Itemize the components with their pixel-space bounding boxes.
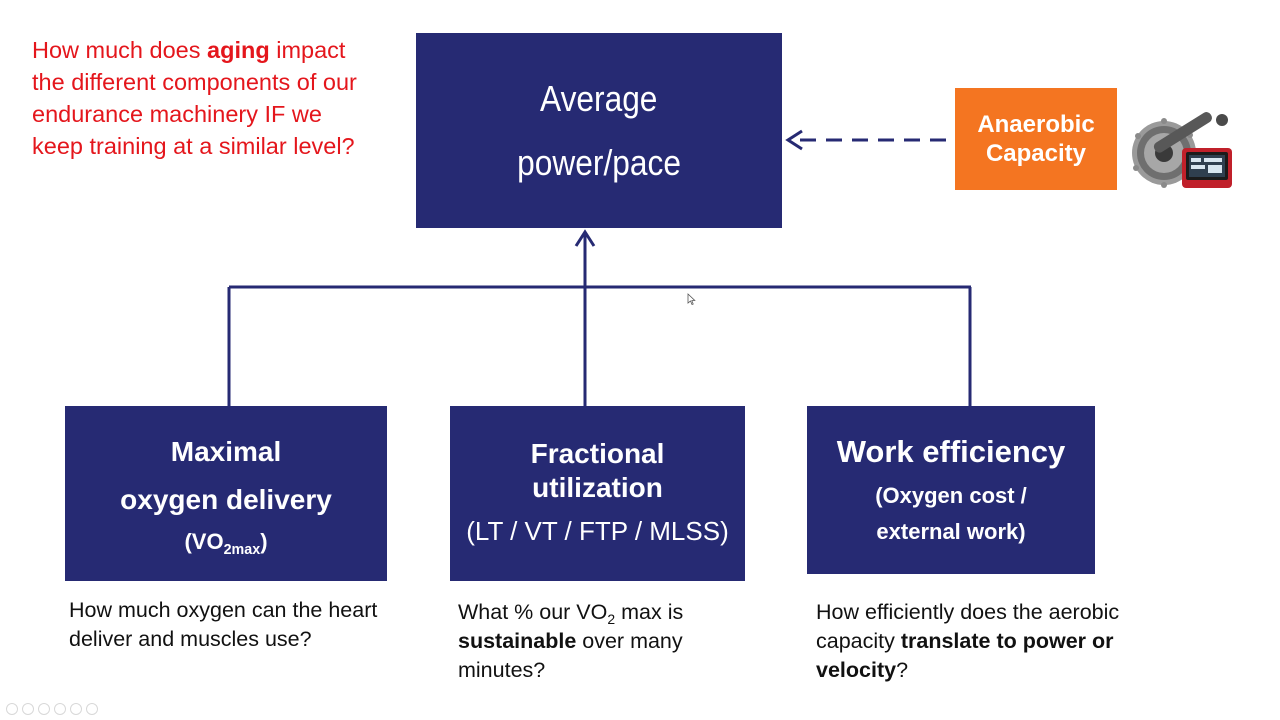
box1-title-line1: Maximal — [170, 435, 282, 467]
main-box-line1: Average — [540, 77, 658, 119]
desc3-bold: translate to power or velocity — [816, 629, 1114, 682]
question-highlight: aging — [207, 37, 270, 63]
slides-grid-icon[interactable] — [54, 703, 66, 715]
max-oxygen-delivery-box: Maximal oxygen delivery (VO2max) — [65, 406, 387, 581]
more-options-icon[interactable] — [86, 703, 98, 715]
box1-sub-subscript: 2max — [223, 541, 261, 558]
pen-icon[interactable] — [38, 703, 50, 715]
desc2-mid: max is — [615, 600, 684, 624]
center-arrowhead — [574, 229, 596, 247]
box2-title-line1: Fractional — [530, 437, 665, 469]
desc2-suffix: over many minutes? — [458, 629, 683, 682]
description-fractional-utilization: What % our VO2 max is sustainable over m… — [458, 598, 748, 685]
work-efficiency-box: Work efficiency (Oxygen cost / external … — [807, 406, 1095, 574]
description-oxygen-delivery: How much oxygen can the heart deliver an… — [69, 598, 378, 651]
desc2-bold: sustainable — [458, 629, 577, 653]
box1-sub-suffix: ) — [260, 528, 268, 554]
mouse-cursor-icon — [687, 293, 696, 306]
question-part1: How much does — [32, 37, 208, 63]
box2-subtitle: (LT / VT / FTP / MLSS) — [466, 515, 729, 546]
power-meter-crank-icon — [1132, 112, 1232, 188]
previous-slide-icon[interactable] — [6, 703, 18, 715]
desc2-subscript: 2 — [607, 610, 616, 627]
slideshow-toolbar[interactable] — [6, 703, 98, 715]
box1-subtitle: (VO2max) — [184, 524, 267, 560]
box3-subtitle-line1: (Oxygen cost / — [875, 483, 1027, 508]
anaerobic-line2: Capacity — [985, 140, 1087, 167]
desc2-prefix: What % our VO — [458, 600, 608, 624]
description-work-efficiency: How efficiently does the aerobic capacit… — [816, 598, 1176, 685]
anaerobic-line1: Anaerobic — [977, 111, 1095, 138]
box2-title-line2: utilization — [532, 471, 663, 503]
desc3-suffix: ? — [896, 658, 909, 682]
box1-title-line2: oxygen delivery — [120, 483, 332, 515]
zoom-icon[interactable] — [70, 703, 82, 715]
fractional-utilization-box: Fractional utilization (LT / VT / FTP / … — [450, 406, 745, 581]
average-power-box: Average power/pace — [416, 33, 782, 228]
box1-sub-prefix: (VO — [184, 528, 224, 554]
main-box-line2: power/pace — [517, 141, 681, 183]
dashed-arrowhead — [785, 129, 803, 151]
box3-subtitle-line2: external work) — [876, 519, 1026, 544]
box3-title: Work efficiency — [836, 434, 1066, 469]
aging-question: How much does aging impact the different… — [32, 34, 362, 162]
desc3-prefix: How efficiently does the aerobic capacit… — [816, 600, 1120, 653]
anaerobic-capacity-box: Anaerobic Capacity — [955, 88, 1117, 190]
question-part2: impact the different components of our e… — [32, 37, 357, 159]
next-slide-icon[interactable] — [22, 703, 34, 715]
